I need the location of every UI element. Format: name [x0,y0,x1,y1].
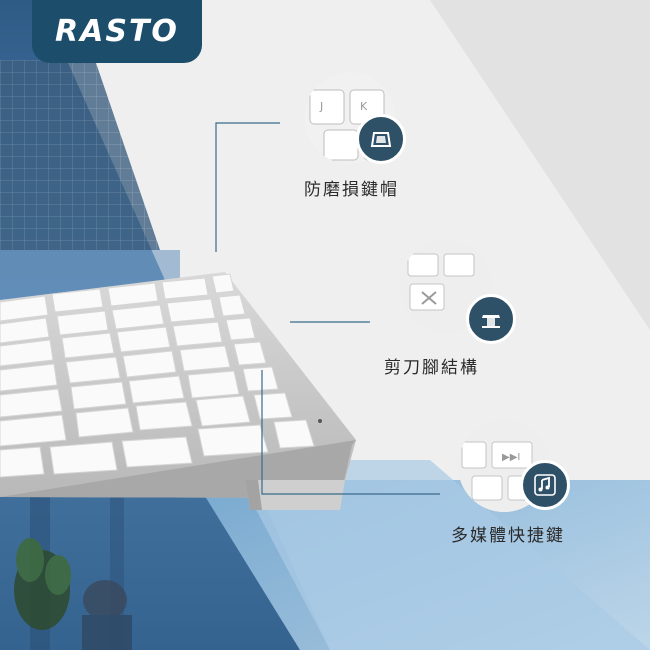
scissor-switch-icon [466,294,516,344]
music-note-icon [520,460,570,510]
scissor-switch-photo [400,240,492,332]
brand-logo: RASTO [32,0,202,63]
feature-label-scissor-structure: 剪刀腳結構 [384,358,479,378]
keycap-icon [356,114,406,164]
svg-text:▶▶I: ▶▶I [502,452,520,463]
svg-text:K: K [360,100,368,113]
feature-label-multimedia-hotkeys: 多媒體快捷鍵 [451,526,565,546]
feature-label-wear-resistant-keycaps: 防磨損鍵帽 [304,180,399,200]
media-keys-photo: ▶▶I [458,420,550,512]
brand-logo-text: RASTO [55,14,179,49]
svg-text:J: J [319,100,323,113]
